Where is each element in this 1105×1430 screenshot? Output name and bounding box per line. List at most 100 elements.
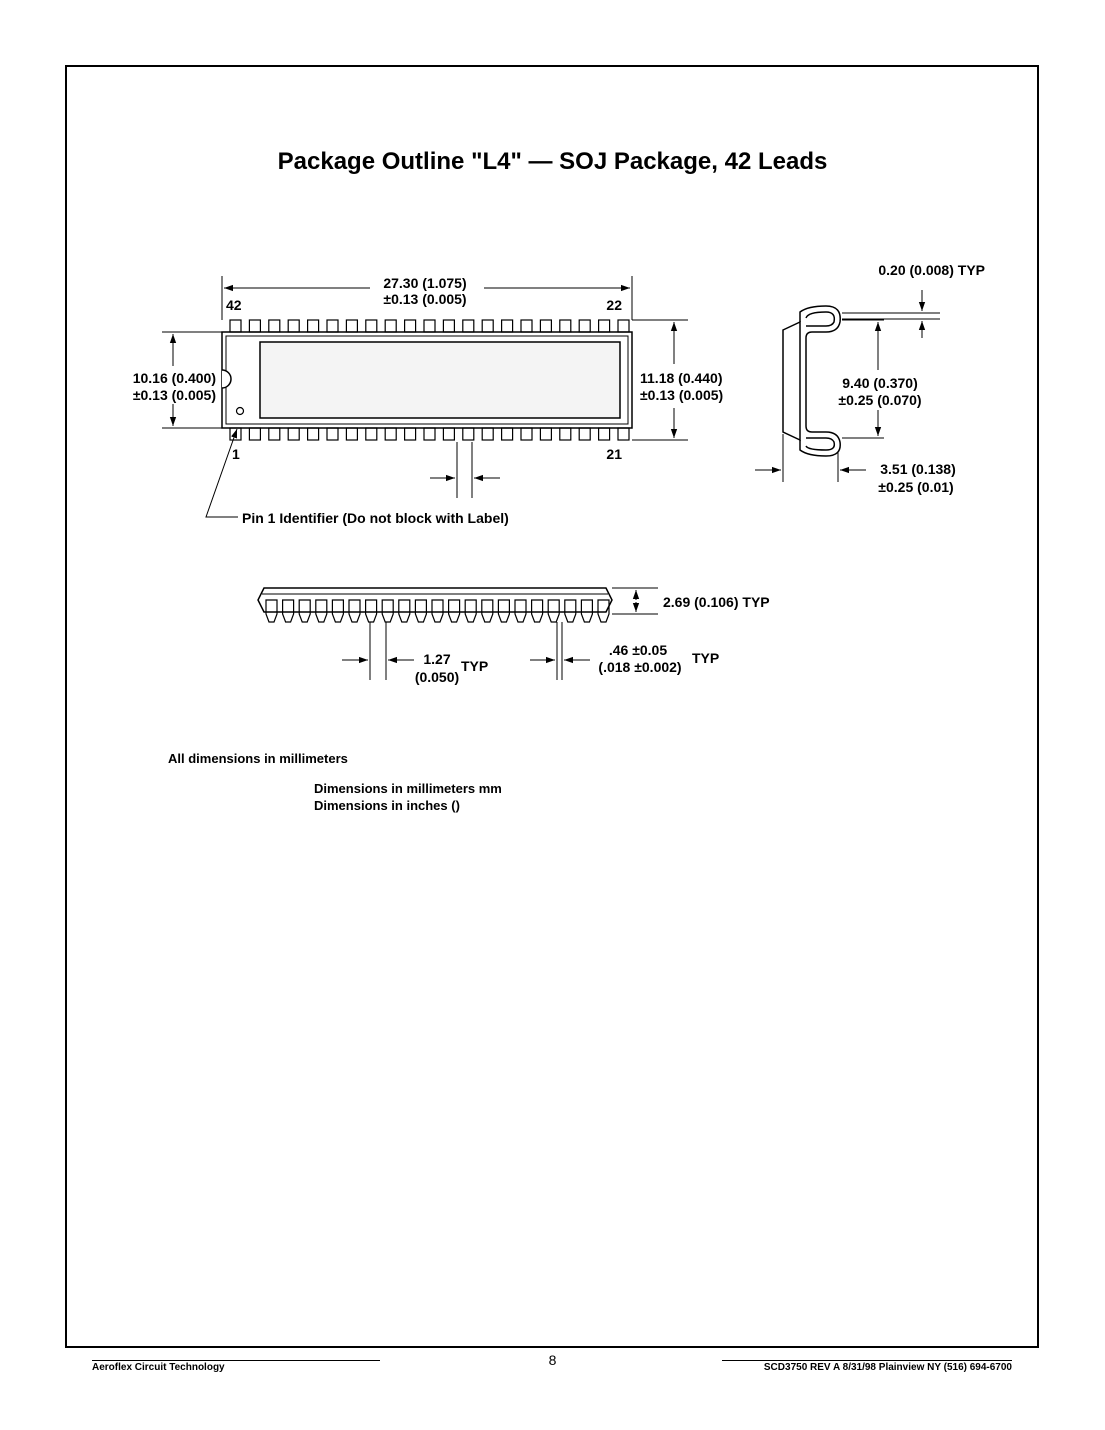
length-tol-label: ±0.13 (0.005): [383, 291, 466, 307]
lead-width-inch-label: (.018 ±0.002): [598, 659, 681, 675]
top-view: [162, 276, 688, 518]
lead-thickness-label: 0.20 (0.008) TYP: [878, 262, 985, 278]
lead: [345, 427, 358, 441]
page-frame: [65, 65, 1039, 1348]
lead: [287, 319, 300, 333]
lead: [326, 427, 339, 441]
lead-width-label: .46 ±0.05: [609, 642, 667, 658]
footer-company: Aeroflex Circuit Technology: [92, 1362, 225, 1373]
lead: [462, 427, 475, 441]
lead: [431, 599, 444, 623]
lead: [514, 599, 527, 623]
lead: [282, 599, 295, 623]
lead: [315, 599, 328, 623]
lead: [365, 599, 378, 623]
lead: [564, 599, 577, 623]
pin-1-label: 1: [232, 446, 240, 462]
lead: [404, 427, 417, 441]
bottom-leads: [229, 427, 630, 441]
lead: [520, 319, 533, 333]
lead: [414, 599, 427, 623]
lead: [229, 427, 242, 441]
lead: [531, 599, 544, 623]
page-title: Package Outline "L4" — SOJ Package, 42 L…: [277, 148, 828, 175]
pitch-inch-label: (0.050): [415, 669, 459, 685]
lead: [268, 427, 281, 441]
footer-right-rule: [722, 1360, 1012, 1361]
lead: [501, 427, 514, 441]
row-spacing-label: 9.40 (0.370): [842, 375, 918, 391]
lead: [547, 599, 560, 623]
body-width-label: 10.16 (0.400): [133, 370, 216, 386]
side-view: [755, 290, 940, 482]
dims-inch-note: Dimensions in inches (): [314, 798, 460, 813]
lead: [481, 427, 494, 441]
lead: [539, 319, 553, 333]
lead: [559, 319, 572, 333]
pitch-typ-label: TYP: [461, 658, 488, 674]
lead: [423, 427, 436, 441]
lead: [287, 427, 300, 441]
lead: [365, 427, 378, 441]
lead-width-typ-label: TYP: [692, 650, 719, 666]
lead: [597, 427, 611, 441]
footer-left-rule: [92, 1360, 380, 1361]
page-number: 8: [548, 1352, 557, 1368]
row-spacing-tol-label: ±0.25 (0.070): [838, 392, 921, 408]
footer-doc-info: SCD3750 REV A 8/31/98 Plainview NY (516)…: [763, 1362, 1012, 1373]
height-label: 3.51 (0.138): [880, 461, 956, 477]
pitch-label: 1.27: [423, 651, 450, 667]
lead: [265, 599, 278, 623]
lead: [404, 319, 417, 333]
lead: [462, 319, 475, 333]
pin-22-label: 22: [606, 297, 622, 313]
all-dims-note: All dimensions in millimeters: [168, 751, 348, 766]
lead: [442, 427, 455, 441]
body-width-tol-label: ±0.13 (0.005): [133, 387, 216, 403]
pin1-identifier-note: Pin 1 Identifier (Do not block with Labe…: [242, 510, 509, 526]
lead: [578, 427, 591, 441]
length-dim-label: 27.30 (1.075): [383, 275, 466, 291]
lead: [326, 319, 339, 333]
lead-span-label: 11.18 (0.440): [640, 370, 723, 386]
lead: [365, 319, 378, 333]
lead: [481, 319, 494, 333]
lead: [617, 319, 630, 333]
lead: [597, 599, 610, 623]
lead: [348, 599, 361, 623]
lead: [307, 319, 320, 333]
lead: [617, 427, 630, 441]
lead: [597, 319, 611, 333]
lead: [398, 599, 411, 623]
front-leads: [265, 599, 610, 623]
standoff-label: 2.69 (0.106) TYP: [663, 594, 770, 610]
pin-21-label: 21: [606, 446, 622, 462]
top-leads: [229, 319, 630, 333]
lead: [248, 319, 261, 333]
front-view: [257, 587, 658, 680]
lead-span-tol-label: ±0.13 (0.005): [640, 387, 723, 403]
lead: [381, 599, 394, 623]
lead: [248, 427, 261, 441]
lead: [481, 599, 494, 623]
lead: [345, 319, 358, 333]
lead: [559, 427, 572, 441]
lead: [442, 319, 455, 333]
pin-42-label: 42: [226, 297, 242, 313]
lead: [448, 599, 461, 623]
lead: [464, 599, 477, 623]
lead: [229, 319, 242, 333]
lead: [539, 427, 553, 441]
lead: [578, 319, 591, 333]
lead: [501, 319, 514, 333]
lead: [497, 599, 510, 623]
lead: [384, 427, 397, 441]
lead: [268, 319, 281, 333]
lead: [331, 599, 344, 623]
lead: [298, 599, 311, 623]
lead: [423, 319, 436, 333]
lead: [580, 599, 593, 623]
dims-mm-note: Dimensions in millimeters mm: [314, 781, 502, 796]
lead: [307, 427, 320, 441]
